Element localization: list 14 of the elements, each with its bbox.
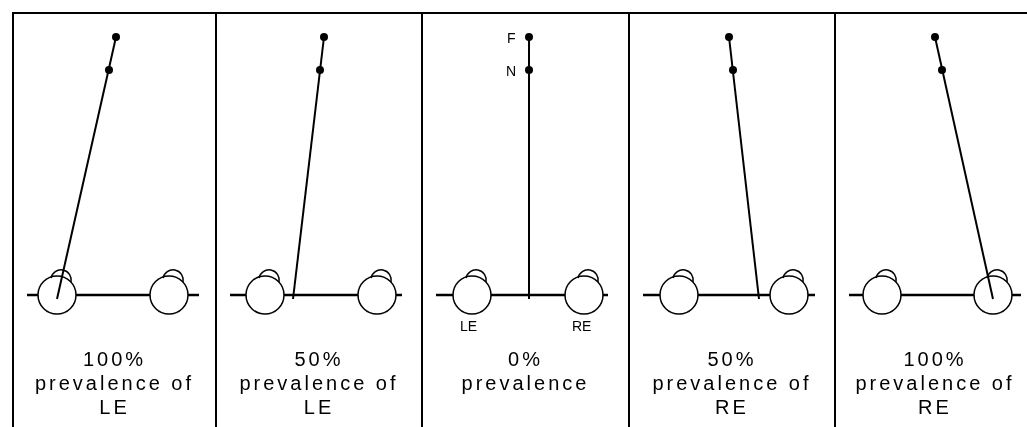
panel-caption: 100% prevalence of LE [33,347,196,419]
panel [215,12,421,427]
eye-label: LE [460,318,478,334]
eye-label: RE [572,318,592,334]
panel-caption: 50% prevalence of RE [651,347,813,419]
panel-caption: 0% prevalence [460,347,591,395]
panel-caption: 100% prevalence of RE [854,347,1016,419]
point-label: F [507,30,516,46]
panel [628,12,834,427]
panel [834,12,1027,427]
point-label: N [506,63,517,79]
panel-caption: 50% prevalence of LE [238,347,400,419]
panel [421,12,628,427]
panel [12,12,215,427]
